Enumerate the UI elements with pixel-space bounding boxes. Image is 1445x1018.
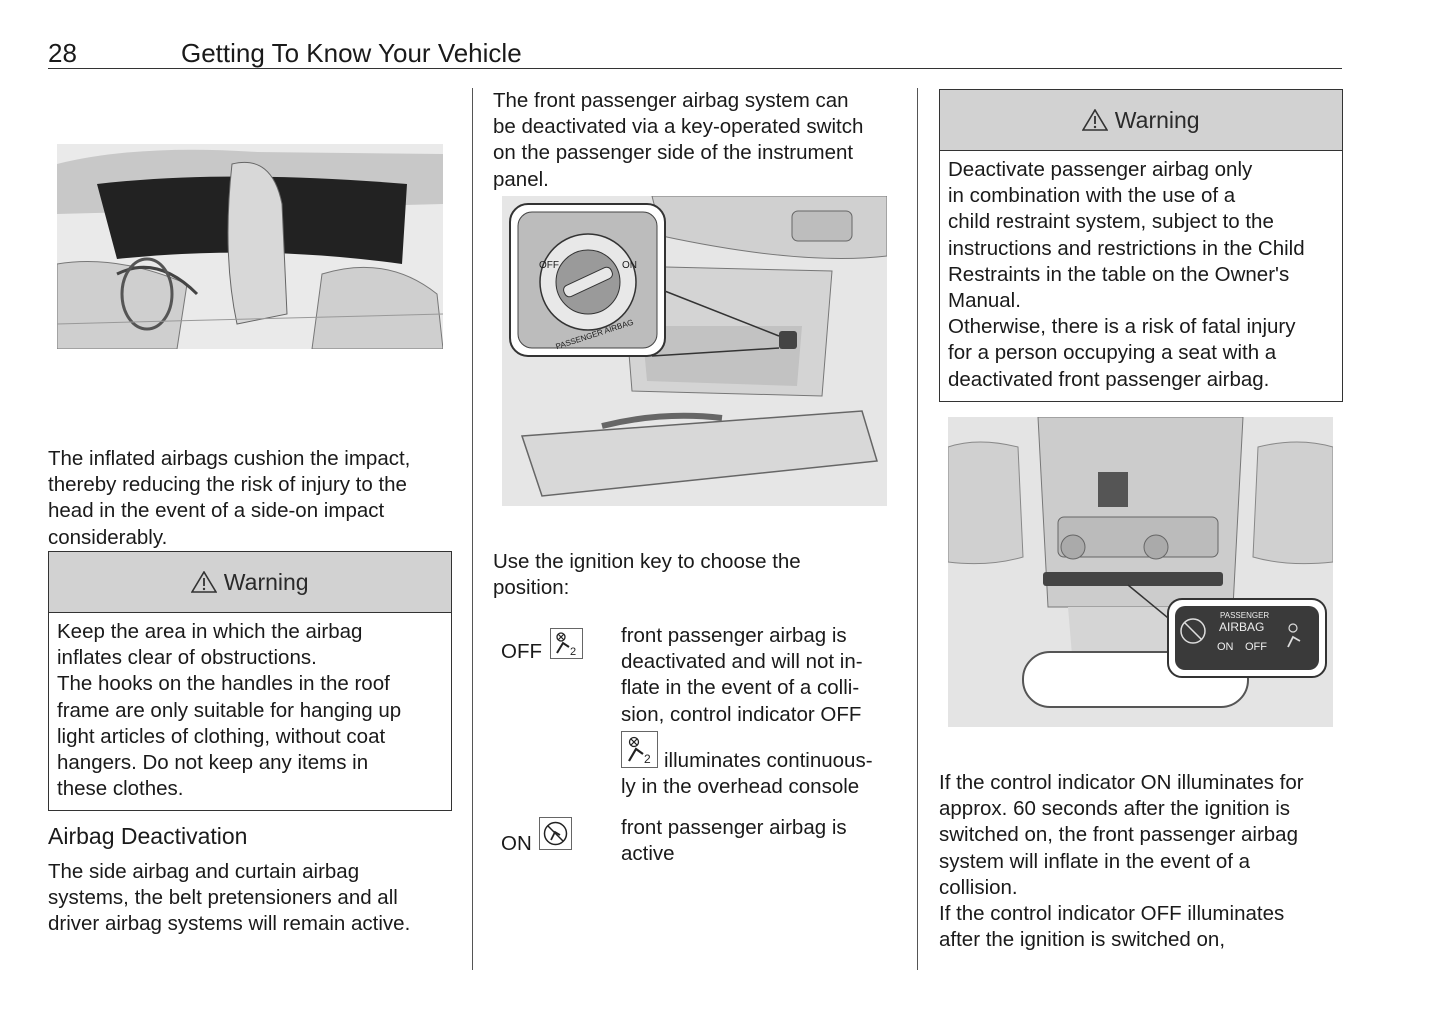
paragraph-control-indicator: If the control indicator ON illuminates …	[939, 771, 1304, 952]
off-position-description-tail: illuminates continuous- ly in the overhe…	[621, 749, 873, 799]
off-position-label: OFF	[501, 640, 542, 663]
warning-header-2: Warning	[940, 90, 1342, 151]
console-on-label: ON	[1217, 641, 1234, 653]
page-title: Getting To Know Your Vehicle	[181, 38, 522, 68]
warning-body: Keep the area in which the airbag inflat…	[57, 620, 402, 801]
paragraph-side-airbags: The side airbag and curtain airbag syste…	[48, 860, 411, 936]
airbag-off-icon: 2	[550, 628, 583, 659]
paragraph-key-switch: The front passenger airbag system can be…	[493, 89, 864, 191]
warning-body-2: Deactivate passenger airbag only in comb…	[948, 158, 1305, 391]
console-off-label: OFF	[1245, 641, 1267, 653]
header-rule	[48, 68, 1342, 69]
svg-text:2: 2	[644, 752, 651, 766]
airbag-on-icon	[539, 817, 572, 850]
page-number: 28	[48, 38, 77, 68]
warning-header: Warning	[49, 552, 451, 613]
paragraph-cushion: The inflated airbags cushion the impact,…	[48, 447, 411, 549]
warning-box-1: Warning Keep the area in which the airba…	[48, 551, 452, 811]
airbag-off-indicator-icon: 2	[621, 731, 658, 768]
section-title-airbag-deactivation: Airbag Deactivation	[48, 823, 248, 849]
console-label-line2: AIRBAG	[1219, 620, 1265, 634]
overhead-console-illustration: PASSENGER AIRBAG ON OFF	[948, 417, 1333, 727]
paragraph-use-key: Use the ignition key to choose the posit…	[493, 550, 801, 600]
on-position-description: front passenger airbag is active	[621, 816, 847, 866]
warning-triangle-icon	[1081, 107, 1114, 133]
console-label-line1: PASSENGER	[1220, 611, 1270, 620]
curtain-airbag-illustration	[57, 144, 443, 349]
off-position-description: front passenger airbag is deactivated an…	[621, 624, 863, 726]
switch-off-label: OFF	[539, 260, 559, 271]
warning-title: Warning	[223, 569, 309, 595]
switch-on-label: ON	[622, 260, 637, 271]
warning-title-2: Warning	[1114, 107, 1200, 133]
warning-box-2: Warning Deactivate passenger airbag only…	[939, 89, 1343, 402]
column-divider-1	[472, 88, 473, 970]
column-divider-2	[917, 88, 918, 970]
on-position-label: ON	[501, 832, 532, 855]
warning-triangle-icon	[190, 569, 223, 595]
svg-text:2: 2	[570, 646, 576, 658]
key-switch-illustration: OFF ON PASSENGER AIRBAG	[502, 196, 887, 506]
